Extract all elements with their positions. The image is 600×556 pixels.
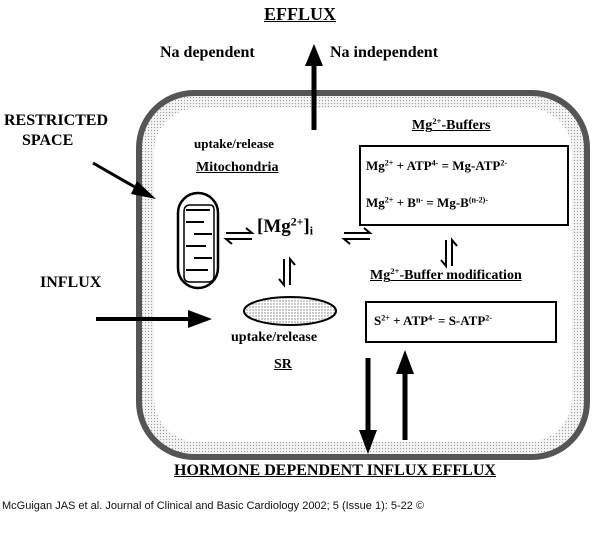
buffer-equation-1: Mg2+ + ATP4- = Mg-ATP2- bbox=[366, 158, 508, 173]
figure-citation: McGuigan JAS et al. Journal of Clinical … bbox=[2, 500, 425, 512]
hormone-dependent-label: HORMONE DEPENDENT INFLUX EFFLUX bbox=[174, 462, 496, 479]
equilibrium-mito-mg bbox=[223, 227, 255, 245]
sr-uptake-release: uptake/release bbox=[231, 330, 318, 345]
hormone-efflux-arrow-down bbox=[359, 358, 377, 454]
buffer-equation-3: S2+ + ATP4- = S-ATP2- bbox=[374, 313, 492, 328]
buffer-modification-label: Mg2+-Buffer modification bbox=[370, 266, 522, 283]
influx-arrow bbox=[96, 310, 212, 328]
sr-label: SR bbox=[274, 357, 292, 372]
hormone-influx-arrow-up bbox=[396, 350, 414, 440]
mito-uptake-release: uptake/release bbox=[194, 136, 274, 151]
intracellular-mg-label: [Mg2+]i bbox=[257, 215, 313, 238]
sr-shape bbox=[243, 296, 337, 326]
equilibrium-buffer-modification bbox=[440, 237, 458, 269]
buffer-equation-2: Mg2+ + Bn- = Mg-B(n-2)- bbox=[366, 195, 489, 210]
restricted-space-label-2: SPACE bbox=[22, 132, 74, 149]
mg-buffers-title: Mg2+-Buffers bbox=[412, 116, 491, 133]
equilibrium-mg-sr bbox=[278, 256, 296, 288]
restricted-space-label-1: RESTRICTED bbox=[4, 112, 109, 129]
na-independent-label: Na independent bbox=[330, 44, 439, 61]
buffer-mod-box bbox=[365, 301, 557, 343]
buffers-box bbox=[359, 145, 569, 226]
na-dependent-label: Na dependent bbox=[160, 44, 255, 61]
efflux-arrow-up bbox=[305, 44, 323, 130]
restricted-space-arrow bbox=[92, 161, 156, 199]
equilibrium-mg-buffers bbox=[341, 227, 373, 245]
efflux-title: EFFLUX bbox=[264, 4, 336, 24]
mitochondria-label: Mitochondria bbox=[196, 160, 279, 175]
mitochondrion-shape bbox=[176, 191, 220, 290]
influx-label: INFLUX bbox=[40, 274, 102, 291]
